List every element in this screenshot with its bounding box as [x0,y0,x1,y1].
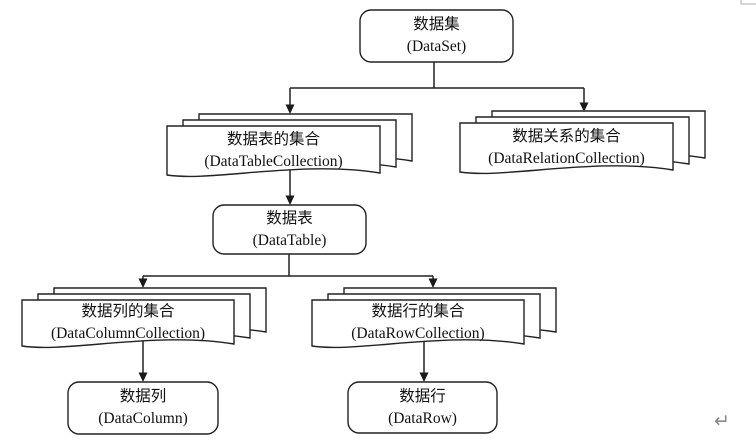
arrow-down-icon [428,278,438,288]
document-page-shape [21,299,235,349]
node-data-table-collection-shape [166,113,413,178]
document-page-shape [459,122,674,175]
node-data-relation-collection-shape [459,110,706,175]
arrow-down-icon [419,372,429,382]
paragraph-return-mark: ↵ [714,410,730,432]
node-data-column-collection-shape [21,287,267,349]
document-page-shape [166,125,381,178]
arrow-down-icon [579,102,589,112]
node-data-row-collection-shape [311,287,557,349]
node-data-row-shape [347,381,498,434]
document-page-shape [311,299,525,349]
connector-lines [142,62,585,374]
node-data-table-shape [212,204,367,255]
node-dataset-shape [359,9,514,63]
arrowhead-icons [138,102,589,382]
arrow-down-icon [285,195,295,205]
arrow-down-icon [138,278,148,288]
arrow-down-icon [285,104,295,114]
arrow-down-icon [138,372,148,382]
page-corner-fragment [740,0,756,5]
node-data-column-shape [67,381,219,435]
